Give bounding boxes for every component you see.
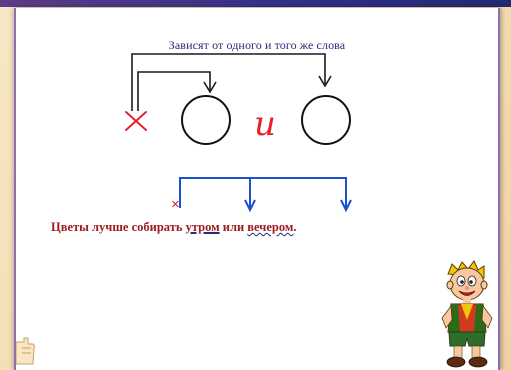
second-member-circle xyxy=(301,95,351,145)
connector-word: и xyxy=(254,104,276,144)
sentence-main-word-cross: × xyxy=(171,196,180,213)
sentence-part-1: Цветы лучше собирать xyxy=(51,220,186,234)
homogeneous-word-2: вечером xyxy=(247,220,294,234)
scheme-heading: Зависят от одного и того же слова xyxy=(168,38,346,52)
example-sentence: Цветы лучше собирать утром или вечером. xyxy=(51,220,297,235)
sentence-dependency-lines xyxy=(179,177,352,213)
sentence-part-3: . xyxy=(293,220,297,234)
cartoon-boy-icon xyxy=(441,260,493,368)
slide-page: Зависят от одного и того же слова и xyxy=(14,8,500,370)
pointing-hand-icon[interactable] xyxy=(16,336,36,366)
sentence-part-2: или xyxy=(219,220,248,234)
homogeneous-word-1: утром xyxy=(185,220,220,234)
main-word-cross-icon xyxy=(125,111,147,131)
window-top-bar xyxy=(0,0,511,7)
outer-dependency-arrow xyxy=(131,53,332,111)
inner-dependency-arrow xyxy=(137,71,217,111)
first-member-circle xyxy=(181,95,231,145)
homogeneous-members-scheme: и × xyxy=(125,53,352,213)
